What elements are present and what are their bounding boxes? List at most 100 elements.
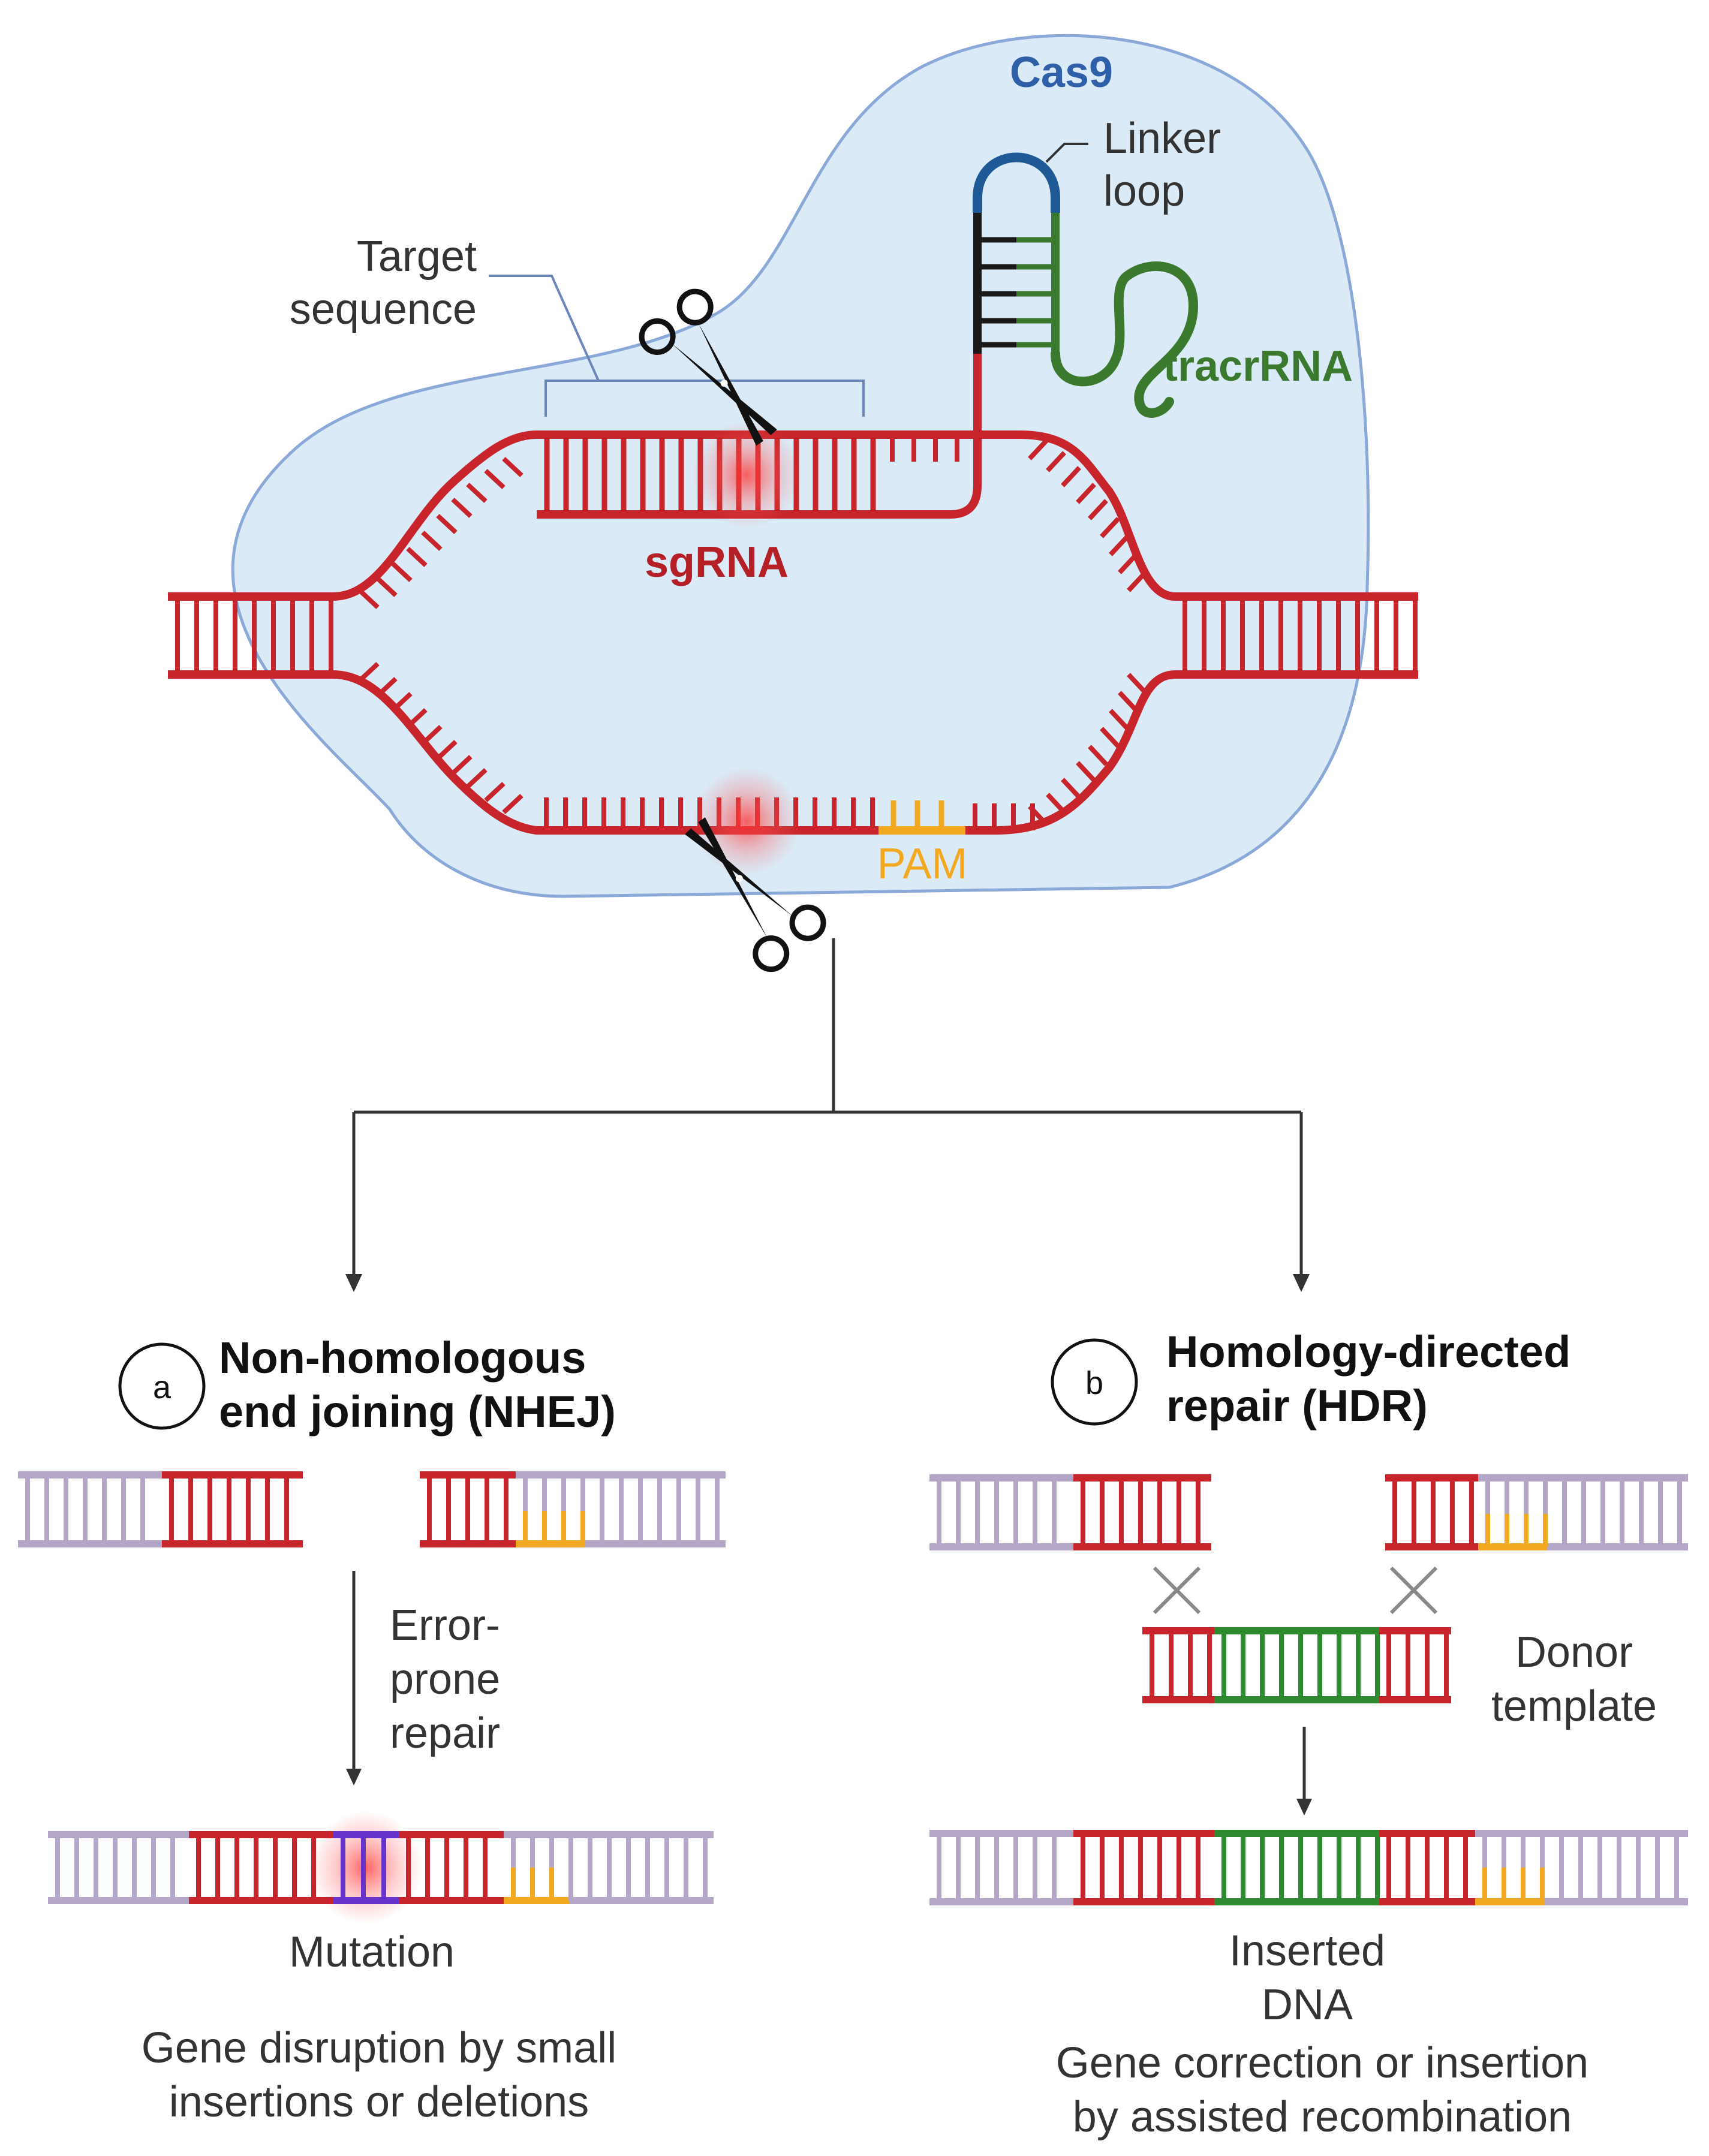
cas9-protein-shape: [231, 34, 1370, 898]
dna-ladder-segment: [1379, 1830, 1475, 1905]
dna-ladder-segment: [399, 1831, 504, 1904]
marker-a-circle: [118, 1342, 206, 1430]
cleavage-glow-top: [693, 421, 801, 529]
target-label-line2: sequence: [290, 285, 477, 333]
dna-ladder-segment: [929, 1830, 1073, 1905]
pam-label: PAM: [877, 840, 968, 888]
hdr-title-line2: repair (HDR): [1166, 1381, 1428, 1431]
base: [376, 577, 398, 597]
nhej-repair-arrowhead: [346, 1769, 362, 1785]
arrowhead-left: [345, 1274, 362, 1292]
hdr-outcome-line2: by assisted recombination: [1073, 2093, 1572, 2141]
base: [1028, 439, 1048, 460]
tracrrna-strand: [1051, 261, 1199, 418]
base: [358, 662, 380, 682]
scissors-icon: [685, 817, 826, 972]
base: [421, 531, 443, 551]
dna-ladder-segment: [1214, 1830, 1380, 1905]
crossover-marks: [1153, 1566, 1438, 1615]
base: [1076, 483, 1096, 504]
base: [421, 725, 443, 745]
dna-ladder-segment: [516, 1471, 726, 1547]
base: [1046, 451, 1066, 472]
base: [1088, 499, 1108, 520]
base: [1076, 761, 1096, 782]
dna-ladder-segment: [1478, 1474, 1688, 1550]
sgrna-label: sgRNA: [645, 538, 789, 586]
marker-b-label: b: [1085, 1365, 1103, 1401]
base: [436, 514, 458, 534]
dna-ladder-segment: [189, 1831, 333, 1904]
dna-ladder-segment: [929, 1474, 1073, 1550]
base: [484, 469, 506, 489]
base: [1118, 691, 1138, 712]
target-pointer-line: [489, 275, 600, 381]
base: [1118, 553, 1138, 574]
base: [1088, 745, 1108, 766]
donor-label-line1: Donor: [1515, 1628, 1633, 1676]
dna-top-strand-left: [332, 430, 537, 601]
marker-a-label: a: [153, 1369, 171, 1405]
nhej-outcome-line1: Gene disruption by small: [142, 2024, 616, 2072]
inserted-label-line2: DNA: [1262, 1981, 1353, 2029]
marker-b-circle: [1051, 1338, 1138, 1426]
dna-ladder-segment: [48, 1831, 189, 1904]
inserted-label-line1: Inserted: [1229, 1927, 1385, 1975]
base: [451, 498, 473, 518]
base: [1127, 673, 1147, 694]
base: [502, 794, 523, 814]
dna-ladder-segment: [1214, 1627, 1380, 1703]
donor-template-dna: [1142, 1627, 1451, 1703]
base: [391, 692, 413, 712]
pam-site: [878, 800, 965, 835]
linker-loop: [973, 152, 1060, 213]
nhej-title-line2: end joining (NHEJ): [219, 1387, 616, 1437]
base: [1127, 571, 1147, 592]
hdr-title-line1: Homology-directed: [1166, 1327, 1570, 1377]
dna-ladder-segment: [1142, 1627, 1214, 1703]
dna-ladder-segment: [333, 1831, 399, 1904]
mutation-label: Mutation: [289, 1928, 455, 1976]
cleavage-glow-bottom: [693, 767, 801, 875]
dna-top-strand-right: [977, 430, 1176, 601]
error-prone-line1: Error-: [390, 1601, 500, 1649]
nhej-broken-dna: [18, 1471, 726, 1547]
scissors-icon: [639, 288, 777, 446]
base: [466, 768, 488, 788]
hdr-broken-dna: [929, 1474, 1688, 1550]
base: [376, 677, 398, 697]
linker-label-line1: Linker: [1103, 115, 1221, 162]
arrowhead-right: [1293, 1274, 1310, 1292]
base: [391, 562, 413, 582]
dna-ladder-segment: [1175, 592, 1418, 679]
base: [1100, 517, 1120, 538]
cas9-label: Cas9: [1010, 49, 1113, 97]
dna-ladder-segment: [18, 1471, 162, 1547]
base: [502, 457, 523, 477]
branch-connector: [352, 938, 1303, 1277]
target-sequence-bracket: [544, 380, 865, 417]
dna-ladder-segment: [1073, 1474, 1211, 1550]
linker-pointer-line: [1045, 143, 1088, 163]
dna-ladder-segment: [1073, 1830, 1214, 1905]
dna-bottom-strand-right: [965, 670, 1176, 835]
linker-label-line2: loop: [1103, 167, 1185, 215]
dna-ladder-segment: [1379, 1627, 1451, 1703]
donor-label-line2: template: [1491, 1682, 1657, 1730]
error-prone-line3: repair: [390, 1709, 500, 1757]
dna-bottom-strand-left: [332, 670, 965, 835]
base: [1109, 535, 1129, 556]
dna-ladder-segment: [1475, 1830, 1688, 1905]
dna-double-helix-bubble: [168, 430, 1418, 835]
base: [484, 782, 506, 802]
base: [358, 589, 380, 609]
dna-ladder-segment: [420, 1471, 516, 1547]
hdr-arrowhead: [1296, 1799, 1312, 1815]
base: [436, 740, 458, 760]
nhej-outcome-line2: insertions or deletions: [169, 2078, 589, 2126]
nhej-title-line1: Non-homologous: [219, 1333, 586, 1383]
dna-ladder-segment: [1385, 1474, 1478, 1550]
dna-ladder-segment: [162, 1471, 303, 1547]
base: [466, 483, 488, 503]
